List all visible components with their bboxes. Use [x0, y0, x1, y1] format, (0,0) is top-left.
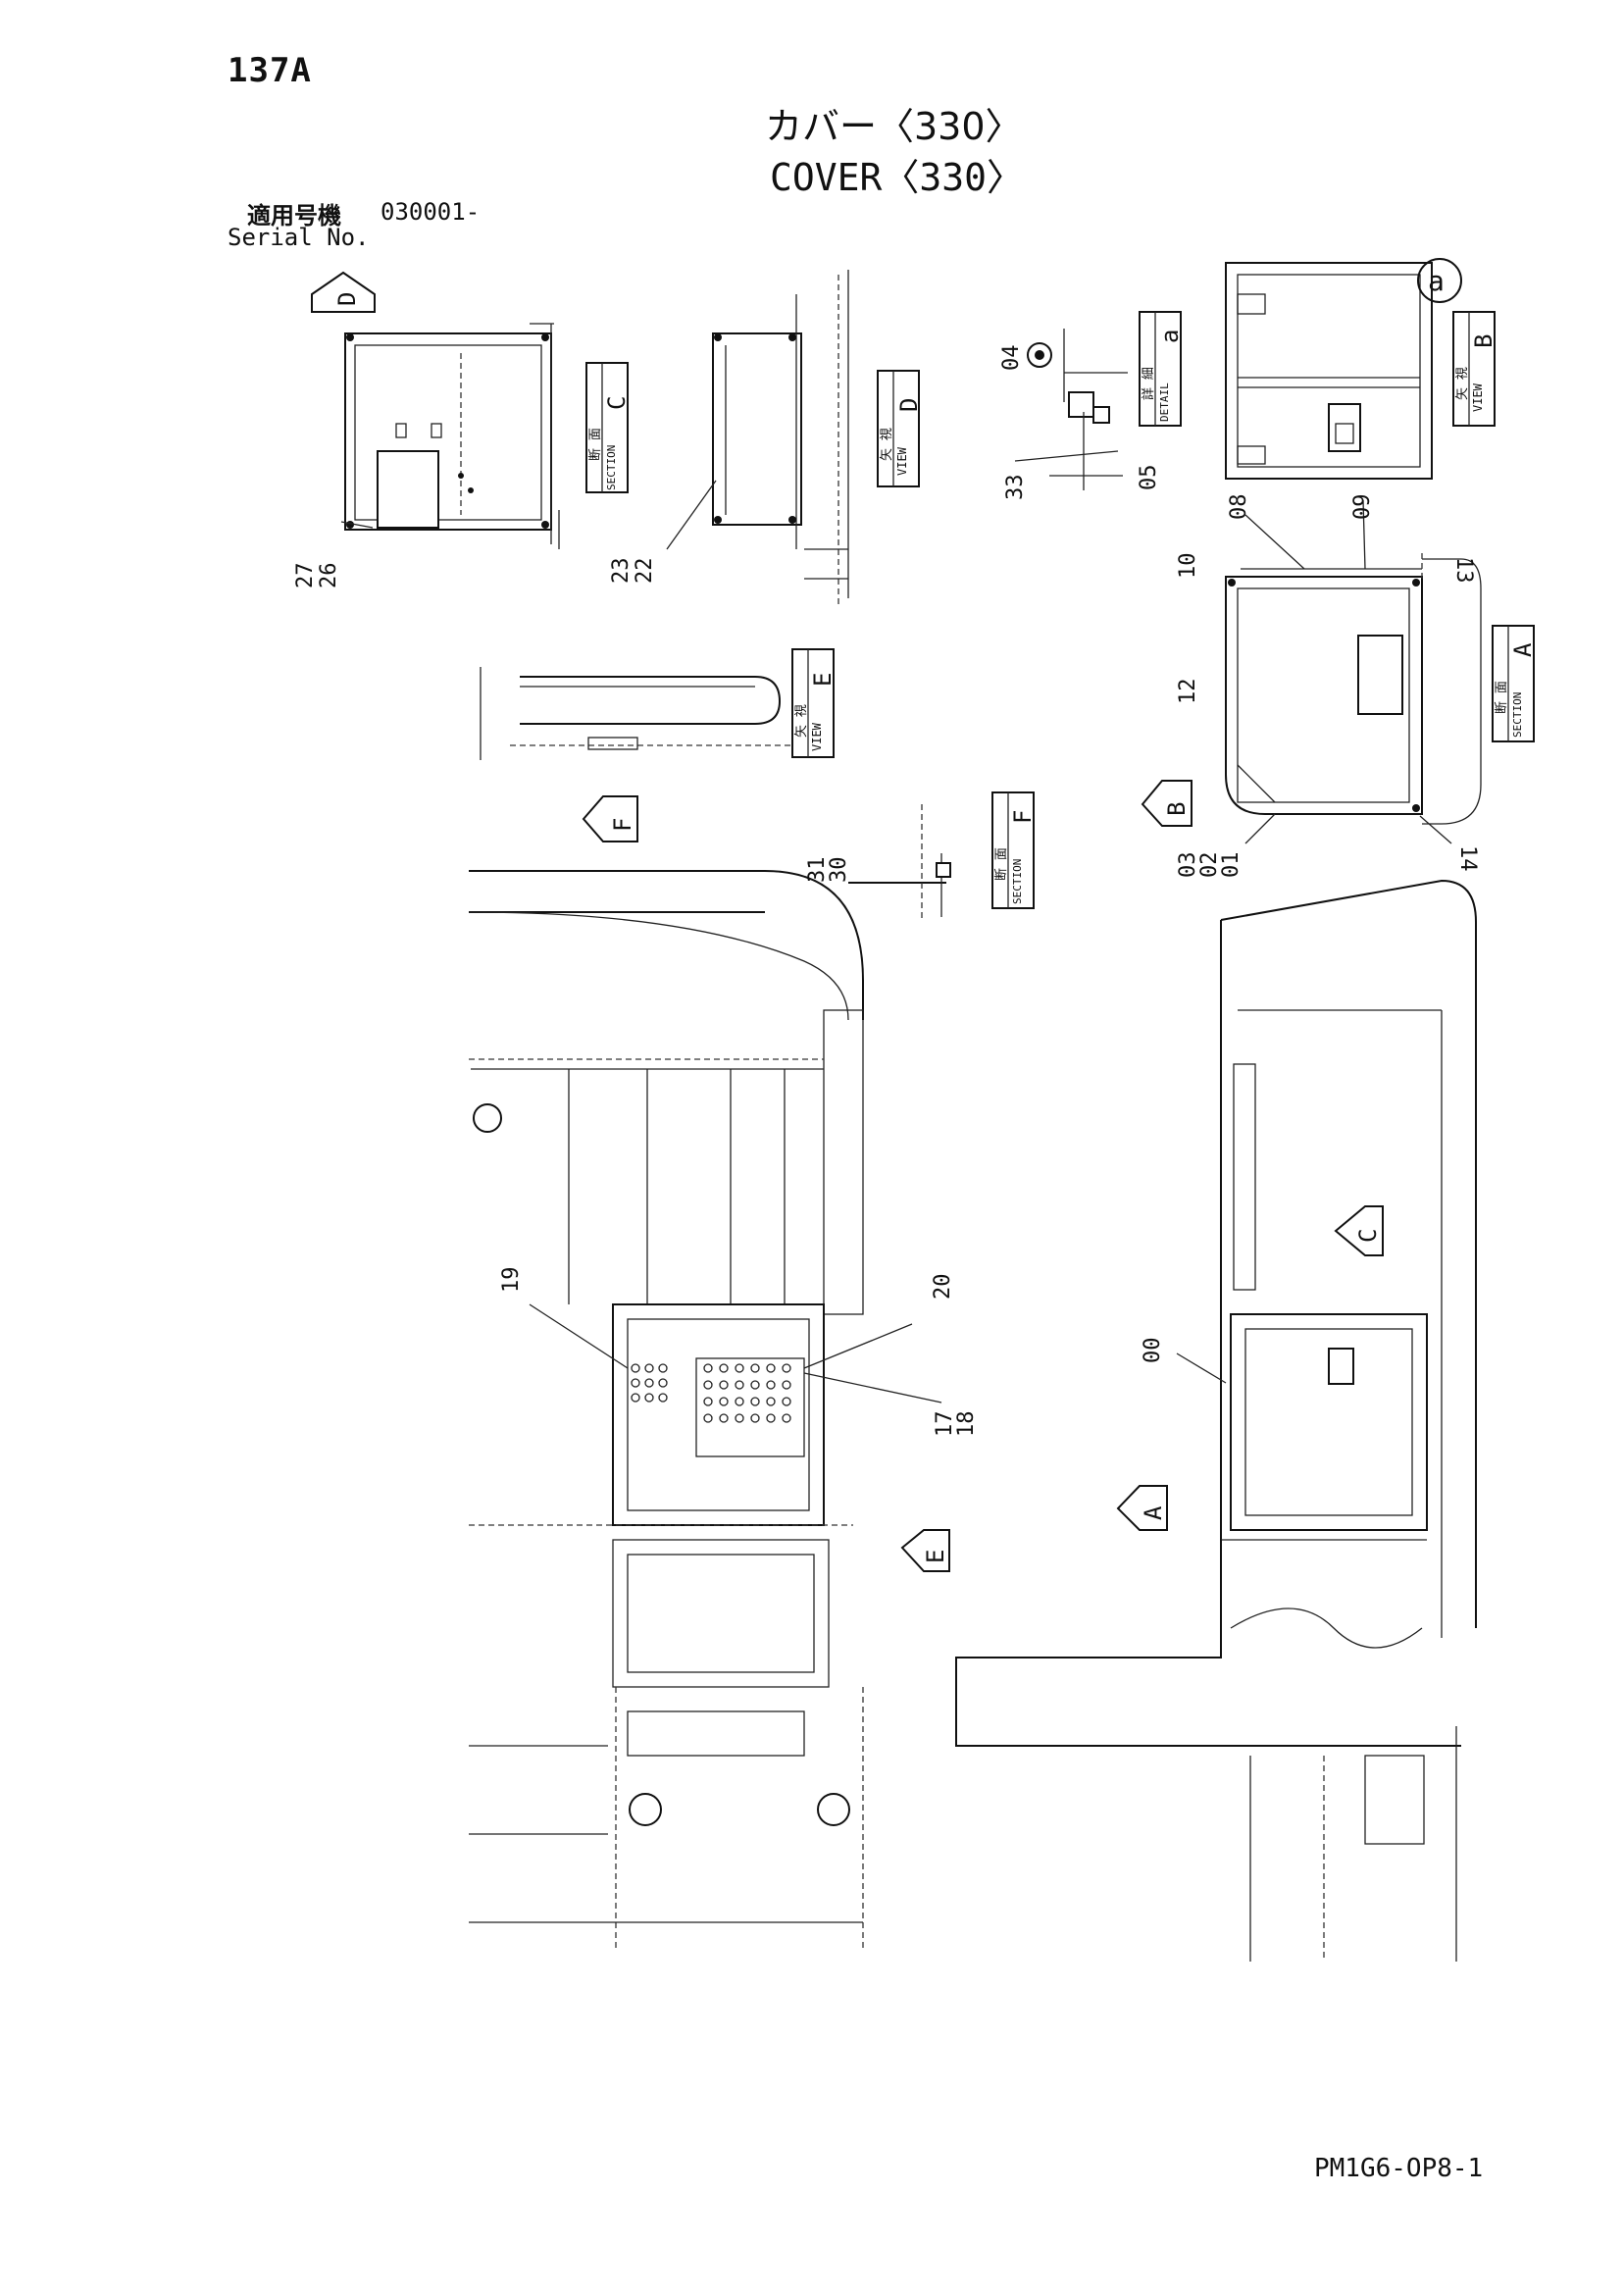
part-number-27: 27	[293, 563, 318, 589]
title-japanese: カバー〈330〉	[765, 105, 1023, 148]
view-d-letter: D	[895, 398, 923, 412]
part-number-05: 05	[1137, 465, 1161, 491]
part-number-12: 12	[1176, 679, 1200, 705]
view-e-arrow: E	[900, 1529, 950, 1572]
part-number-14: 14	[1455, 845, 1480, 872]
detail-a-jp: 詳 細	[1141, 367, 1156, 400]
part-number-30: 30	[827, 857, 851, 884]
part-number-00: 00	[1141, 1338, 1165, 1364]
serial-label-english: Serial No.	[228, 224, 370, 251]
part-number-02: 02	[1197, 852, 1222, 879]
part-number-26: 26	[317, 563, 341, 589]
section-c-drawing	[344, 323, 560, 549]
section-a-jp: 断 面	[1495, 681, 1509, 714]
view-e-jp: 矢 視	[794, 704, 809, 738]
page-number: 137A	[228, 51, 312, 90]
detail-a-tag: 詳 細 DETAIL a	[1139, 311, 1184, 427]
section-f-en: SECTION	[1011, 859, 1024, 904]
view-b-letter: B	[1470, 334, 1497, 348]
section-c-en: SECTION	[605, 445, 618, 490]
serial-number-value: 030001-	[381, 198, 481, 226]
view-d-en: VIEW	[895, 446, 909, 476]
section-f-letter: F	[1009, 810, 1037, 824]
view-d-arrow-letter: D	[333, 292, 361, 306]
view-d-tag: 矢 視 VIEW D	[877, 370, 923, 487]
view-f-arrow-letter: F	[609, 818, 636, 832]
section-a-drawing	[1225, 549, 1482, 825]
view-c-arrow: C	[1334, 1205, 1384, 1256]
view-b-en: VIEW	[1471, 383, 1485, 412]
detail-a-circle-letter: a	[1428, 265, 1445, 297]
part-number-08: 08	[1227, 494, 1251, 521]
view-c-arrow-letter: C	[1354, 1229, 1382, 1243]
part-number-17: 17	[933, 1411, 957, 1438]
detail-a-drawing	[1014, 329, 1128, 490]
section-a-letter: A	[1509, 642, 1537, 657]
view-b-jp: 矢 視	[1455, 367, 1470, 400]
main-plan-view-right	[955, 879, 1477, 1962]
part-number-18: 18	[954, 1411, 979, 1438]
main-plan-view-left	[468, 870, 864, 1952]
section-c-jp: 断 面	[588, 428, 603, 461]
view-e-drawing	[480, 667, 814, 760]
view-d-arrow: D	[311, 271, 376, 313]
section-f-drawing	[848, 804, 951, 922]
view-b-arrow: B	[1141, 780, 1193, 827]
view-a-arrow-letter: A	[1140, 1505, 1167, 1520]
part-number-20: 20	[931, 1274, 955, 1301]
view-b-arrow-letter: B	[1163, 802, 1191, 816]
view-d-jp: 矢 視	[880, 428, 894, 461]
part-number-33: 33	[1003, 475, 1028, 501]
view-b-drawing	[1225, 262, 1433, 480]
detail-a-en: DETAIL	[1158, 383, 1171, 422]
section-c-letter: C	[603, 396, 631, 410]
view-b-tag: 矢 視 VIEW B	[1452, 311, 1497, 427]
part-number-10: 10	[1176, 553, 1200, 580]
part-number-22: 22	[633, 558, 657, 585]
view-e-letter: E	[809, 673, 837, 687]
serial-label-japanese: 適用号機	[247, 202, 341, 230]
part-number-09: 09	[1350, 494, 1375, 521]
section-f-tag: 断 面 SECTION F	[991, 791, 1037, 909]
detail-a-callout: a	[1417, 258, 1462, 303]
view-f-arrow: F	[582, 795, 638, 842]
section-a-en: SECTION	[1511, 692, 1524, 738]
view-a-arrow: A	[1116, 1485, 1168, 1531]
view-d-drawing	[712, 270, 849, 608]
part-number-13: 13	[1451, 557, 1476, 584]
title-english: COVER〈330〉	[770, 156, 1025, 199]
detail-a-letter: a	[1156, 330, 1184, 343]
section-a-tag: 断 面 SECTION A	[1492, 625, 1537, 742]
document-code: PM1G6-OP8-1	[1314, 2154, 1484, 2183]
part-number-23: 23	[609, 558, 634, 585]
part-number-19: 19	[499, 1267, 524, 1294]
section-c-tag: 断 面 SECTION C	[585, 362, 631, 493]
section-f-jp: 断 面	[994, 847, 1009, 881]
part-number-01: 01	[1219, 852, 1243, 879]
perforated-panel	[631, 1363, 791, 1423]
part-number-03: 03	[1176, 852, 1200, 879]
view-e-arrow-letter: E	[922, 1550, 949, 1563]
part-number-04: 04	[999, 345, 1024, 372]
view-e-en: VIEW	[810, 722, 824, 751]
view-e-tag: 矢 視 VIEW E	[791, 648, 837, 758]
